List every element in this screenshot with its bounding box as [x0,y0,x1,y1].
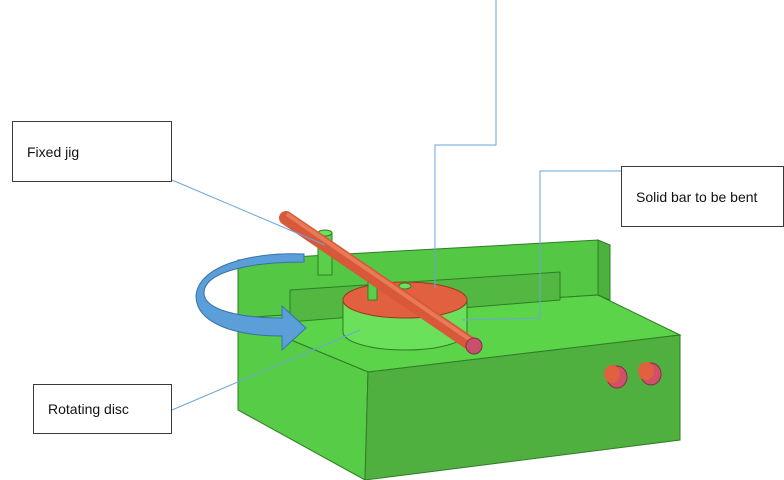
back-block-side [597,239,611,301]
bar-highlight [286,213,474,343]
machine-base [237,239,682,480]
solid-bar [279,211,483,355]
arrow-shape [195,253,307,352]
rotating-disc-label-box: Rotating disc [33,384,172,434]
bar-body [279,211,481,353]
knob-right-cap [638,362,654,380]
leader-bar [461,170,621,321]
solid-bar-label-box: Solid bar to be bent [621,166,784,227]
fixed-jig-label-box: Fixed jig [12,121,172,182]
fixed-jig-label: Fixed jig [27,143,80,160]
bar-end-cap [465,337,483,355]
leader-jig [171,179,326,246]
rotating-disc-label: Rotating disc [48,401,129,417]
knob-left-cap [604,365,620,383]
leader-disc [171,329,361,411]
base-front-face [364,334,681,480]
leader-lines [171,0,621,411]
control-knobs [604,362,662,389]
disc-center-hole [398,282,412,290]
rotation-arrow [195,253,307,352]
solid-bar-label: Solid bar to be bent [636,188,758,205]
leader-top [434,0,497,288]
